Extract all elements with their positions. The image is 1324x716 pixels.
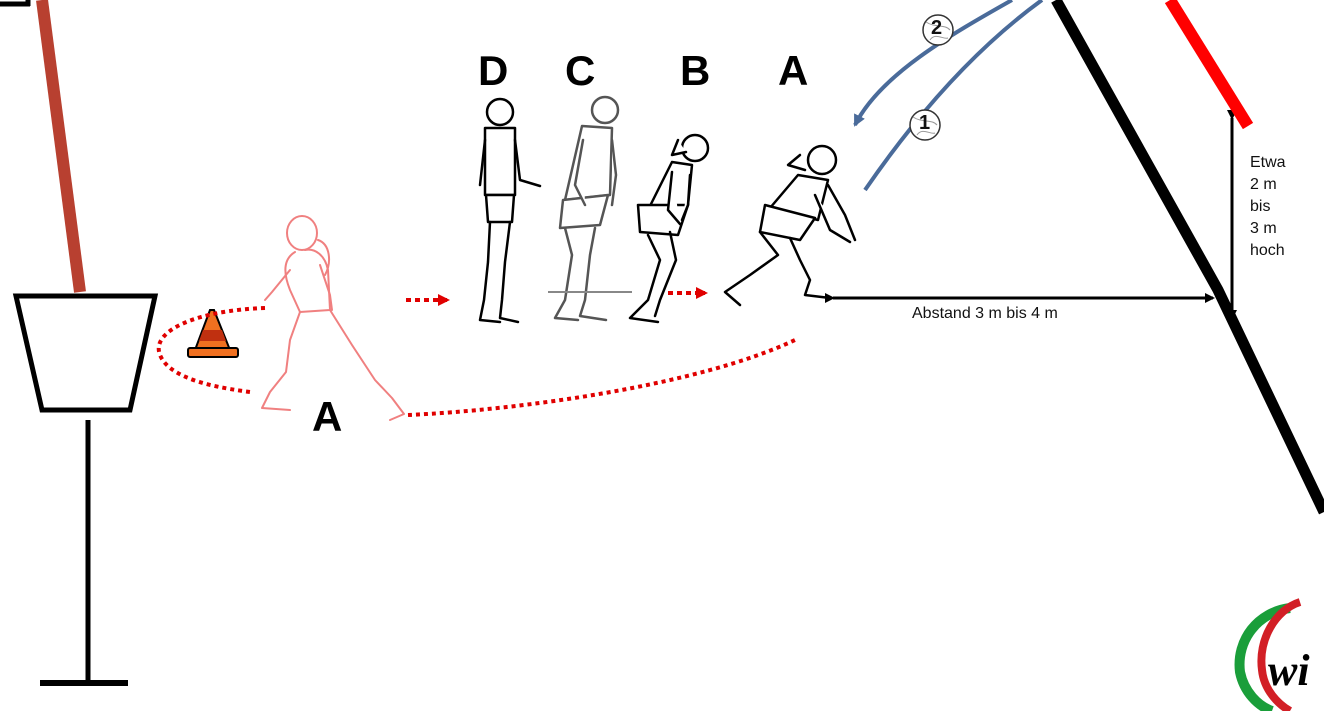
player-label-d: D	[478, 47, 509, 94]
height-line-4: 3 m	[1250, 220, 1277, 237]
running-player	[261, 215, 405, 421]
height-line-1: Etwa	[1250, 154, 1286, 171]
distance-label: Abstand 3 m bis 4 m	[912, 305, 1058, 322]
player-label-a: A	[778, 47, 809, 94]
runner-label: A	[312, 393, 343, 440]
basket-icon	[12, 293, 159, 686]
net	[1051, 0, 1324, 515]
svg-text:wi: wi	[1268, 646, 1310, 695]
height-label: Etwa 2 m bis 3 m hoch	[1250, 152, 1286, 262]
height-line-2: 2 m	[1250, 176, 1277, 193]
player-d	[478, 97, 542, 324]
brown-post	[36, 0, 86, 293]
height-line-5: hoch	[1250, 242, 1285, 259]
ball-arc-2	[853, 0, 1013, 127]
volleyball-icon	[909, 14, 954, 141]
player-label-b: B	[680, 47, 711, 94]
player-label-c: C	[565, 47, 596, 94]
player-a	[723, 144, 857, 307]
logo: wi	[1234, 598, 1310, 716]
ball-number-1: 1	[919, 112, 931, 134]
top-left-bracket	[0, 0, 31, 7]
run-path	[156, 306, 796, 417]
antenna	[1164, 0, 1254, 130]
player-b	[628, 133, 710, 324]
ball-number-2: 2	[931, 17, 943, 39]
player-c	[553, 95, 620, 322]
height-line-3: bis	[1250, 198, 1271, 215]
cone-icon	[187, 309, 239, 358]
ball-arc-1	[863, 0, 1044, 192]
